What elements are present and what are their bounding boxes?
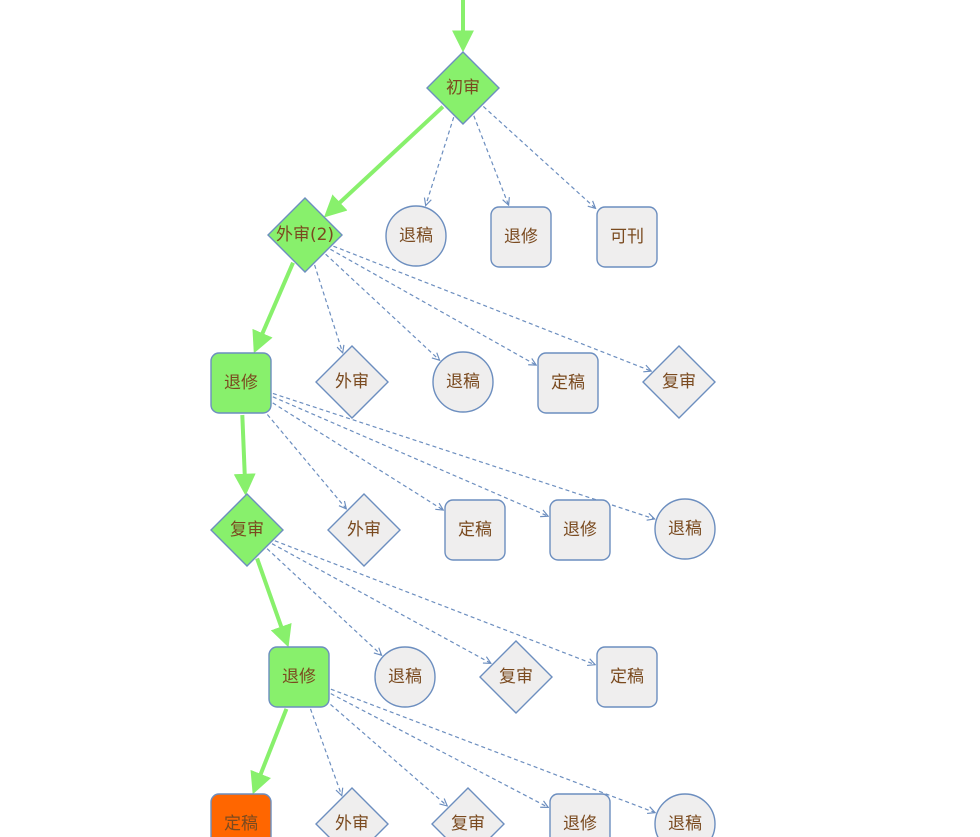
node-label: 退稿 bbox=[668, 519, 702, 539]
circle-shape bbox=[385, 205, 447, 267]
node-label: 退修 bbox=[504, 227, 538, 247]
edges-layer bbox=[233, 0, 655, 813]
circle-shape bbox=[654, 793, 716, 837]
node-diamond[interactable]: 初审 bbox=[426, 51, 500, 125]
node-label: 定稿 bbox=[224, 814, 258, 834]
node-label: 外审(2) bbox=[276, 225, 334, 245]
rounded-shape bbox=[549, 793, 611, 837]
node-diamond[interactable]: 外审 bbox=[315, 345, 389, 419]
diamond-shape bbox=[315, 345, 389, 419]
node-rounded[interactable]: 定稿 bbox=[210, 793, 272, 837]
node-label: 定稿 bbox=[610, 667, 644, 687]
nodes-layer: 初审外审(2)退稿退修可刊退修外审退稿定稿复审复审外审定稿退修退稿退修退稿复审定… bbox=[210, 51, 716, 837]
diamond-shape bbox=[431, 787, 505, 837]
node-rounded[interactable]: 退修 bbox=[490, 206, 552, 268]
node-label: 退修 bbox=[282, 667, 316, 687]
diamond-shape bbox=[479, 640, 553, 714]
node-label: 退修 bbox=[563, 520, 597, 540]
node-rounded[interactable]: 退修 bbox=[210, 352, 272, 414]
node-rounded[interactable]: 定稿 bbox=[596, 646, 658, 708]
rounded-shape bbox=[596, 206, 658, 268]
node-rounded[interactable]: 定稿 bbox=[444, 499, 506, 561]
edge-n1-to-n3 bbox=[426, 117, 455, 205]
node-label: 退稿 bbox=[446, 372, 480, 392]
circle-shape bbox=[654, 498, 716, 560]
rounded-shape bbox=[210, 352, 272, 414]
node-label: 复审 bbox=[451, 814, 485, 834]
edge-n16-to-n21 bbox=[309, 708, 341, 796]
edge-n2-to-n10 bbox=[333, 245, 651, 371]
edge-n6-to-n15 bbox=[272, 392, 655, 519]
node-diamond[interactable]: 复审 bbox=[642, 345, 716, 419]
node-circle[interactable]: 退稿 bbox=[654, 498, 716, 560]
node-circle[interactable]: 退稿 bbox=[374, 646, 436, 708]
rounded-shape bbox=[444, 499, 506, 561]
node-label: 外审 bbox=[335, 814, 369, 834]
edge-n11-to-n19 bbox=[274, 540, 595, 665]
edge-n16-to-n23 bbox=[330, 693, 548, 808]
edge-n1-to-n5 bbox=[482, 106, 595, 208]
diamond-shape bbox=[642, 345, 716, 419]
diamond-shape bbox=[426, 51, 500, 125]
circle-shape bbox=[432, 351, 494, 413]
circle-shape bbox=[374, 646, 436, 708]
edge-n6-to-n12 bbox=[266, 414, 346, 509]
node-label: 退修 bbox=[224, 373, 258, 393]
edge-n6-to-n11 bbox=[233, 414, 256, 496]
node-label: 退稿 bbox=[668, 814, 702, 834]
node-label: 复审 bbox=[499, 667, 533, 687]
node-diamond[interactable]: 复审 bbox=[431, 787, 505, 837]
node-rounded[interactable]: 退修 bbox=[549, 793, 611, 837]
rounded-shape bbox=[537, 352, 599, 414]
node-label: 外审 bbox=[335, 372, 369, 392]
diamond-shape bbox=[210, 493, 284, 567]
node-rounded[interactable]: 退修 bbox=[549, 499, 611, 561]
edge-n2-to-n8 bbox=[325, 253, 440, 360]
edge-n2-to-n6 bbox=[252, 261, 295, 354]
node-diamond[interactable]: 复审 bbox=[479, 640, 553, 714]
node-diamond[interactable]: 外审(2) bbox=[267, 197, 343, 273]
edge-n11-to-n16 bbox=[255, 557, 292, 648]
node-rounded[interactable]: 定稿 bbox=[537, 352, 599, 414]
diamond-shape bbox=[267, 197, 343, 273]
rounded-shape bbox=[210, 793, 272, 837]
node-circle[interactable]: 退稿 bbox=[385, 205, 447, 267]
edge-n16-to-n24 bbox=[330, 688, 655, 812]
rounded-shape bbox=[596, 646, 658, 708]
node-diamond[interactable]: 复审 bbox=[210, 493, 284, 567]
edge-n1-to-n2 bbox=[323, 105, 445, 218]
node-rounded[interactable]: 可刊 bbox=[596, 206, 658, 268]
rounded-shape bbox=[268, 646, 330, 708]
node-label: 复审 bbox=[662, 372, 696, 392]
rounded-shape bbox=[490, 206, 552, 268]
node-label: 退稿 bbox=[388, 667, 422, 687]
node-label: 复审 bbox=[230, 520, 264, 540]
edge-n2-to-n9 bbox=[330, 248, 536, 365]
edge-n6-to-n13 bbox=[272, 402, 444, 510]
node-circle[interactable]: 退稿 bbox=[432, 351, 494, 413]
node-diamond[interactable]: 外审 bbox=[315, 787, 389, 837]
diamond-shape bbox=[315, 787, 389, 837]
node-diamond[interactable]: 外审 bbox=[327, 493, 401, 567]
node-label: 可刊 bbox=[610, 227, 644, 247]
node-label: 退修 bbox=[563, 814, 597, 834]
node-label: 定稿 bbox=[458, 520, 492, 540]
node-circle[interactable]: 退稿 bbox=[654, 793, 716, 837]
rounded-shape bbox=[549, 499, 611, 561]
node-label: 退稿 bbox=[399, 226, 433, 246]
edge-n16-to-n22 bbox=[330, 703, 448, 806]
edge-n11-to-n18 bbox=[271, 543, 491, 664]
edge-n6-to-n14 bbox=[272, 396, 548, 516]
edge-n11-to-n17 bbox=[266, 548, 381, 655]
node-label: 外审 bbox=[347, 520, 381, 540]
node-label: 初审 bbox=[446, 78, 480, 98]
node-rounded[interactable]: 退修 bbox=[268, 646, 330, 708]
edge-n1-to-n4 bbox=[473, 115, 509, 205]
edge-n2-to-n7 bbox=[314, 264, 343, 353]
edge-n16-to-n20 bbox=[250, 708, 289, 795]
diamond-shape bbox=[327, 493, 401, 567]
node-label: 定稿 bbox=[551, 373, 585, 393]
